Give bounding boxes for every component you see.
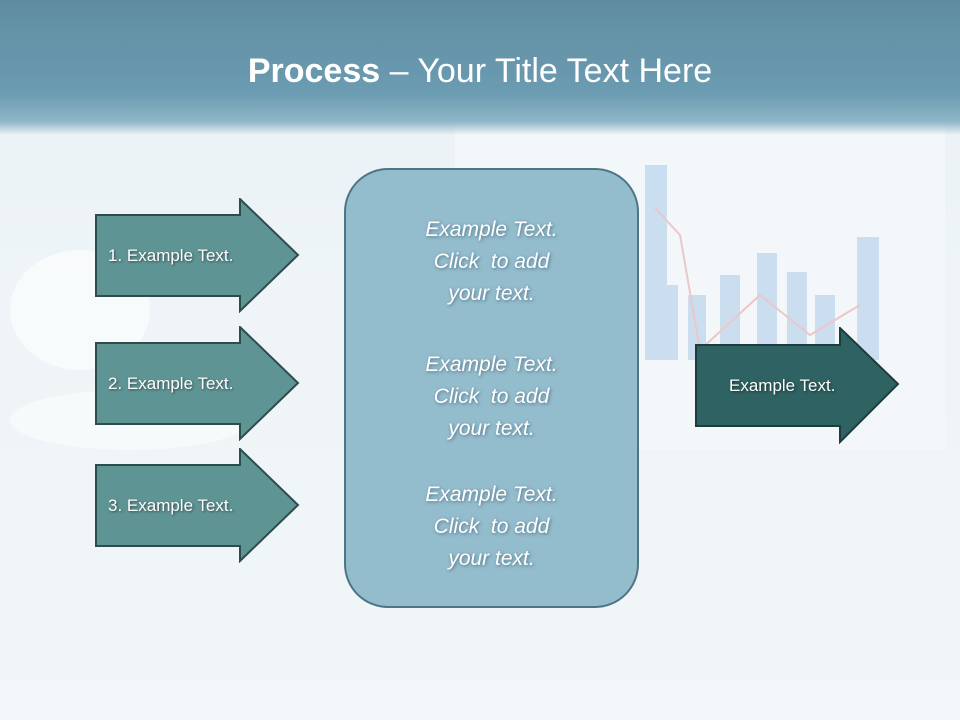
text-block-2[interactable]: Example Text. Click to add your text. [346,349,637,445]
title-bold: Process [247,52,381,90]
step-arrow-3[interactable]: 3. Example Text. [95,446,300,564]
center-text-box[interactable]: Example Text. Click to add your text. Ex… [344,168,639,608]
text-line: Click to add [433,385,550,408]
page-title: Process – Your Title Text Here [0,52,960,91]
step-label-2: 2. Example Text. [108,373,234,393]
step-label-1: 1. Example Text. [108,245,234,265]
text-line: your text. [448,547,535,570]
step-label-3: 3. Example Text. [108,495,234,515]
text-line: your text. [448,417,535,440]
step-arrow-1[interactable]: 1. Example Text. [95,196,300,314]
arrow-right-icon [95,196,300,314]
title-band [0,0,960,135]
title-rest: – Your Title Text Here [380,52,713,90]
text-line: Click to add [433,250,550,273]
text-line: Example Text. [425,483,558,506]
result-arrow[interactable]: Example Text. [695,325,900,445]
arrow-right-icon [695,325,900,445]
arrow-right-icon [95,324,300,442]
arrow-right-icon [95,446,300,564]
text-line: your text. [448,282,535,305]
text-line: Click to add [433,515,550,538]
text-block-1[interactable]: Example Text. Click to add your text. [346,214,637,310]
text-line: Example Text. [425,218,558,241]
result-label: Example Text. [729,375,836,395]
step-arrow-2[interactable]: 2. Example Text. [95,324,300,442]
text-block-3[interactable]: Example Text. Click to add your text. [346,479,637,575]
text-line: Example Text. [425,353,558,376]
